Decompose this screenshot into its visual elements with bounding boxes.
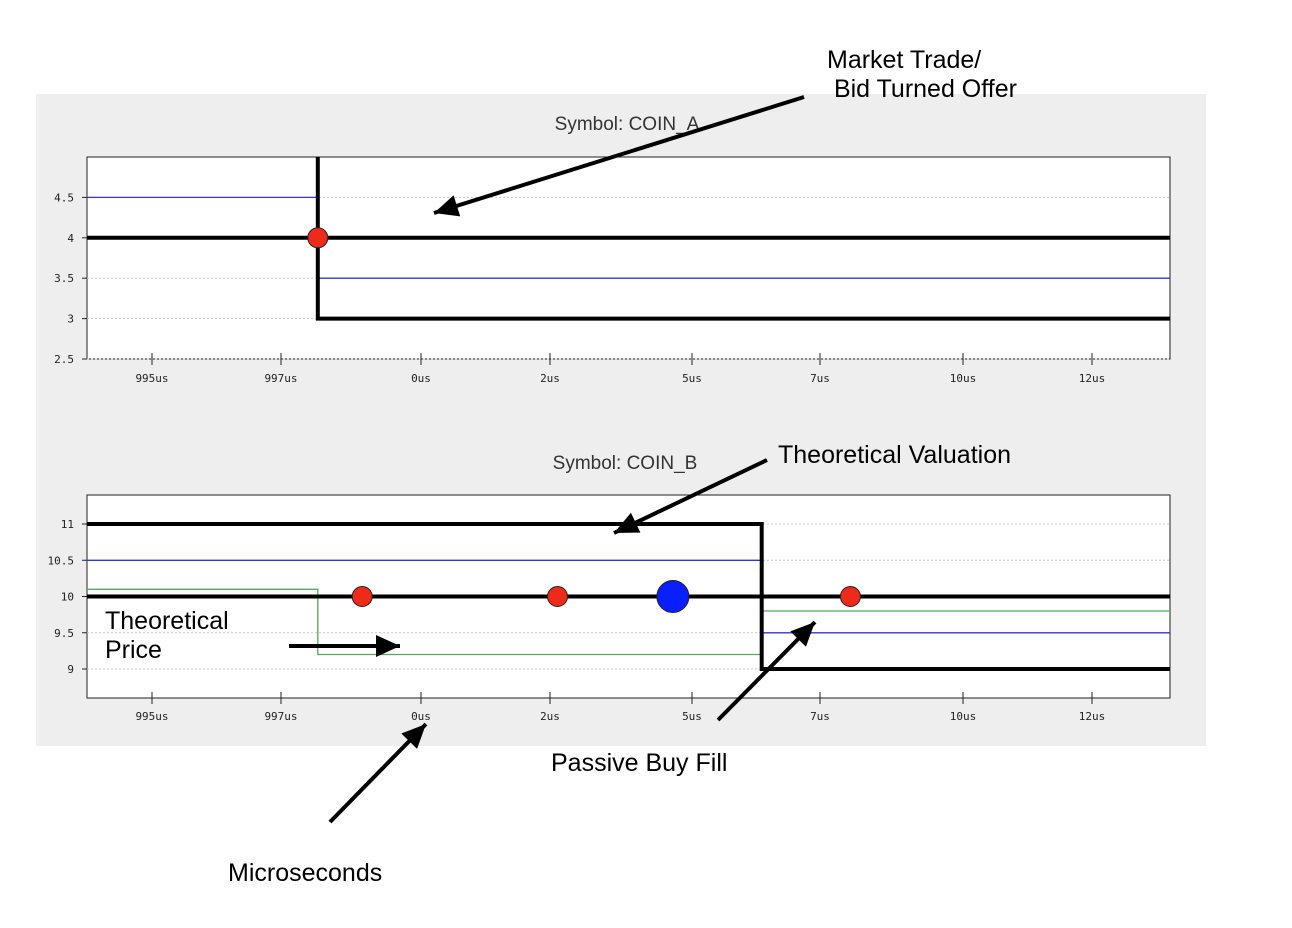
arrow-market-trade-head — [434, 195, 461, 217]
passive-fill-marker — [656, 580, 690, 613]
y-tick-label: 4 — [67, 232, 74, 245]
annotation-theoretical-price: Theoretical Price — [105, 607, 229, 664]
x-tick-label: 10us — [950, 372, 977, 385]
y-tick-label: 3.5 — [54, 272, 74, 285]
x-tick-label: 12us — [1079, 372, 1106, 385]
x-tick-label: 2us — [540, 372, 560, 385]
arrow-theoretical-price-head — [376, 635, 400, 657]
trade-marker — [307, 227, 329, 249]
x-tick-label: 0us — [411, 372, 431, 385]
y-tick-label: 10.5 — [48, 554, 75, 567]
y-tick-label: 2.5 — [54, 353, 74, 366]
x-tick-label: 2us — [540, 710, 560, 723]
y-tick-label: 9 — [67, 663, 74, 676]
x-tick-label: 995us — [135, 372, 168, 385]
y-tick-label: 4.5 — [54, 191, 74, 204]
chart-1: Symbol: COIN_A 2.5 3 3.5 4 4.5 995us 997us 0us 2u… — [54, 114, 1171, 385]
annotation-microseconds: Microseconds — [228, 859, 383, 887]
arrow-market-trade — [433, 95, 805, 215]
x-tick-label: 10us — [950, 710, 977, 723]
chart-title: Symbol: COIN_A — [555, 114, 700, 135]
series-line-thick-black — [315, 157, 1170, 321]
x-tick-label: 997us — [264, 710, 297, 723]
trade-marker — [351, 586, 373, 607]
x-tick-label: 995us — [135, 710, 168, 723]
trade-marker — [546, 586, 568, 607]
arrow-theoretical-valuation — [613, 458, 768, 535]
series-line-thin-green — [87, 588, 1170, 656]
chart-title: Symbol: COIN_B — [553, 453, 698, 474]
x-tick-label: 0us — [411, 710, 431, 723]
arrow-microseconds-head — [401, 724, 426, 749]
trade-marker — [839, 586, 861, 607]
chart-2: Symbol: COIN_B 9 9.5 10 10.5 11 995us 997us 0us 2… — [48, 453, 1171, 723]
y-tick-label: 9.5 — [54, 627, 74, 640]
x-tick-label: 5us — [682, 372, 702, 385]
plot-area — [86, 156, 1171, 360]
x-tick-label: 7us — [810, 710, 830, 723]
arrow-theoretical-valuation-head — [614, 512, 641, 533]
x-tick-label: 7us — [810, 372, 830, 385]
annotation-market-trade: Market Trade/ Bid Turned Offer — [827, 46, 1017, 103]
y-tick-label: 3 — [67, 313, 74, 326]
x-tick-label: 5us — [682, 710, 702, 723]
x-tick-label: 997us — [264, 372, 297, 385]
x-tick-label: 12us — [1079, 710, 1106, 723]
annotation-theoretical-valuation: Theoretical Valuation — [778, 441, 1012, 469]
y-tick-label: 10 — [61, 591, 74, 604]
annotation-passive-buy-fill: Passive Buy Fill — [551, 749, 728, 777]
arrow-passive-buy-fill-head — [790, 622, 815, 647]
y-tick-label: 11 — [61, 518, 74, 531]
